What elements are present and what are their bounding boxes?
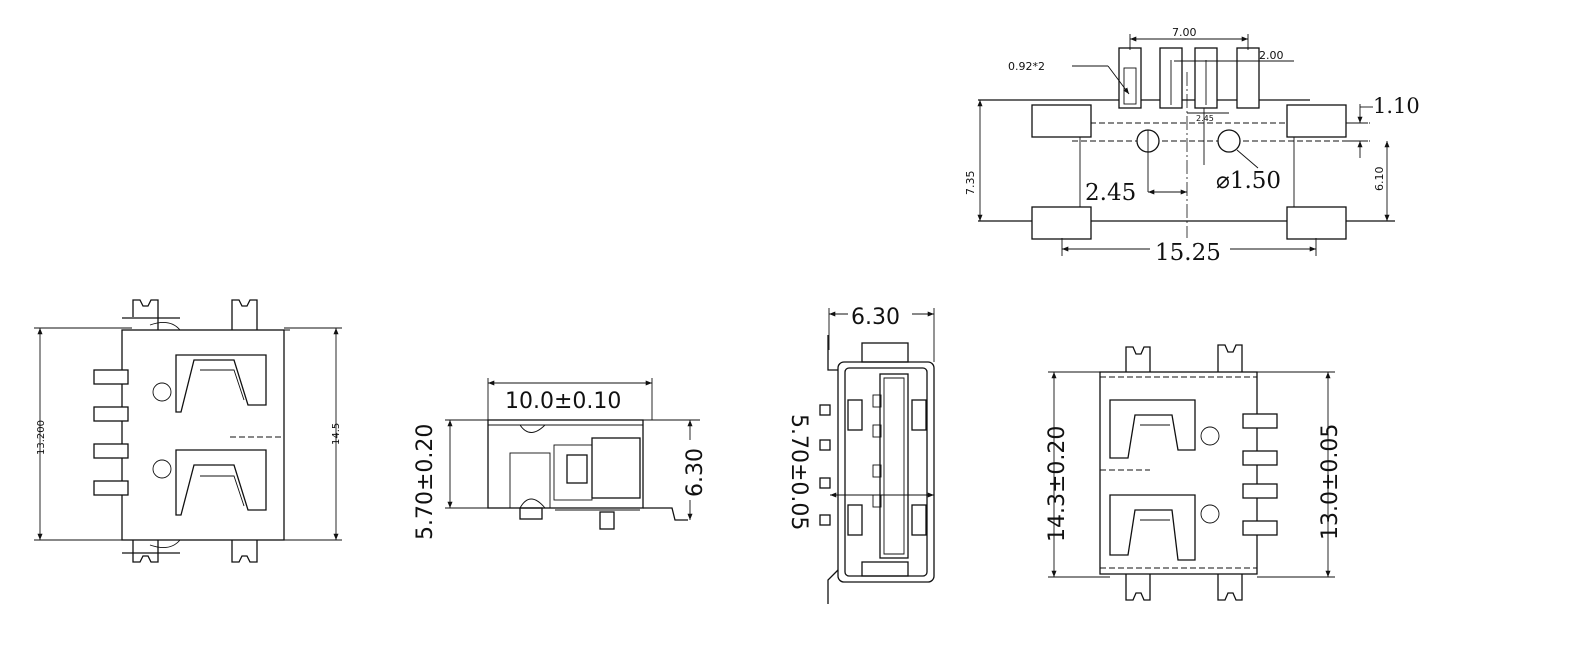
dim-top-body: 14.5 xyxy=(331,423,342,445)
pin xyxy=(93,406,129,422)
bottom-view: 14.3±0.20 13.0±0.05 xyxy=(1045,344,1343,601)
dim-side-length: 10.0±0.10 xyxy=(505,389,621,414)
pin xyxy=(93,443,129,459)
side-view: 10.0±0.10 5.70±0.20 6.30 xyxy=(413,378,708,540)
pin xyxy=(1242,483,1278,499)
locating-hole xyxy=(1217,129,1241,153)
dim-pin-pitch: 7.00 xyxy=(1172,26,1197,39)
dim-pin-width: 0.92*2 xyxy=(1008,60,1045,73)
dim-pad-height: 1.10 xyxy=(1373,94,1420,118)
dim-total-height: 7.35 xyxy=(964,171,977,196)
front-view: 6.30 5.70±0.05 xyxy=(780,302,935,604)
dim-pad-offset: 6.10 xyxy=(1373,167,1386,192)
dim-total-width: 15.25 xyxy=(1155,240,1221,266)
dim-side-pcb: 6.30 xyxy=(683,448,708,497)
signal-pad xyxy=(1236,47,1260,109)
shell-pad xyxy=(1286,104,1347,138)
dim-small-offset: 2.45 xyxy=(1196,114,1214,123)
dim-hole-offset: 2.45 xyxy=(1085,180,1136,206)
pin xyxy=(93,369,129,385)
shell-pads xyxy=(1031,104,1347,240)
pin xyxy=(1242,520,1278,536)
top-view: 13.200 14.5 xyxy=(34,299,342,563)
shell-pad xyxy=(1031,104,1092,138)
dim-pin-spacing: 2.00 xyxy=(1259,49,1284,62)
pin xyxy=(93,480,129,496)
pcb-footprint-view: 7.00 0.92*2 2.00 1.10 2.45 7.35 6.10 2.4… xyxy=(964,26,1420,266)
dim-bottom-body: 13.0±0.05 xyxy=(1318,424,1343,540)
dim-side-height: 5.70±0.20 xyxy=(413,424,438,540)
signal-pads xyxy=(1118,47,1260,109)
signal-pad xyxy=(1118,47,1142,109)
pin xyxy=(1242,450,1278,466)
dim-front-height: 5.70±0.05 xyxy=(786,414,811,530)
dim-front-width: 6.30 xyxy=(851,305,900,330)
shell-pad xyxy=(1286,206,1347,240)
dim-hole-diameter: ⌀1.50 xyxy=(1216,168,1281,194)
shell-pad xyxy=(1031,206,1092,240)
dim-bottom-overall: 14.3±0.20 xyxy=(1045,426,1070,542)
dim-top-overall: 13.200 xyxy=(36,420,47,455)
pin xyxy=(1242,413,1278,429)
